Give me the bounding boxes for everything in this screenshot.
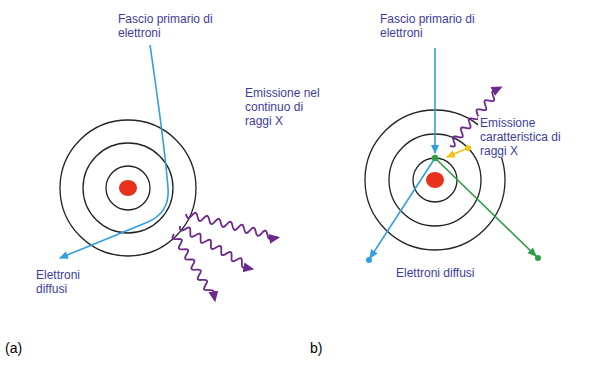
electron-path bbox=[60, 45, 168, 258]
electron-path bbox=[370, 158, 435, 258]
electron-path bbox=[434, 48, 436, 153]
electron-dot bbox=[535, 255, 541, 261]
scatter-label: Elettroni diffusi bbox=[396, 266, 475, 280]
xray-wave bbox=[173, 234, 215, 300]
electron-dot bbox=[366, 257, 372, 263]
transition-arrow bbox=[447, 148, 468, 157]
xray-wave bbox=[180, 226, 252, 269]
panel-caption: (a) bbox=[5, 340, 45, 356]
nucleus bbox=[426, 172, 444, 188]
electron-dot bbox=[465, 145, 471, 151]
nucleus bbox=[119, 180, 137, 196]
panel-caption: b) bbox=[310, 340, 350, 356]
atom-shells bbox=[60, 120, 196, 256]
emission-label: Emissione nel continuo di raggi X bbox=[245, 86, 329, 128]
scatter-label: Elettroni diffusi bbox=[36, 268, 98, 296]
xray-waves bbox=[173, 88, 501, 301]
beam-label: Fascio primario di elettroni bbox=[118, 12, 236, 40]
electron-path bbox=[435, 158, 536, 256]
emission-label: Emissione caratteristica di raggi X bbox=[478, 116, 584, 158]
beam-label: Fascio primario di elettroni bbox=[380, 12, 476, 40]
electron-dot bbox=[432, 155, 438, 161]
